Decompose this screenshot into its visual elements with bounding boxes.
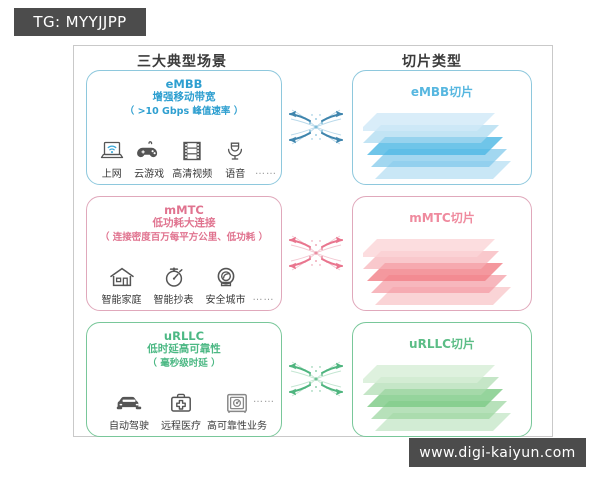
scenario-detail-mmtc: （ 连接密度百万每平方公里、低功耗 ） [99, 232, 269, 244]
icon-item-gamepad[interactable]: 云游戏 [130, 138, 167, 180]
house-icon [109, 264, 135, 290]
icon-label-safe-vault: 高可靠性业务 [207, 421, 267, 432]
scenario-detail-embb: （ >10 Gbps 峰值速率 ） [124, 106, 244, 118]
scenario-subtitle-urllc: 低时延高可靠性 [147, 343, 221, 356]
icon-ellipsis-urllc: …… [253, 394, 275, 405]
icon-label-car: 自动驾驶 [109, 421, 149, 432]
icon-item-meter-gauge[interactable]: 智能抄表 [148, 264, 200, 306]
row-urllc: uRLLC 低时延高可靠性 （ 毫秒级时延 ） [74, 322, 554, 440]
row-embb: eMBB 增强移动带宽 （ >10 Gbps 峰值速率 ） 上网 [74, 70, 554, 188]
scenario-subtitle-embb: 增强移动带宽 [152, 91, 216, 104]
icon-strip-mmtc: 智能家庭 智能抄表 [93, 264, 277, 306]
bottom-watermark: www.digi-kaiyun.com [409, 438, 586, 467]
icon-item-laptop-wifi[interactable]: 上网 [93, 138, 130, 180]
slice-stack-embb [359, 103, 523, 181]
icon-item-film-strip[interactable]: 高清视频 [168, 138, 217, 180]
icon-label-gamepad: 云游戏 [134, 169, 165, 180]
diagram-frame: 三大典型场景 切片类型 eMBB 增强移动带宽 （ >10 Gbps 峰值速率 … [73, 45, 553, 437]
icon-label-security-camera: 安全城市 [205, 295, 246, 306]
slice-stack-mmtc [359, 229, 523, 307]
icon-label-meter-gauge: 智能抄表 [153, 295, 194, 306]
top-watermark: TG: MYYJJPP [14, 8, 146, 36]
slice-title-embb: eMBB切片 [410, 85, 474, 99]
slice-card-urllc[interactable]: uRLLC切片 [352, 322, 532, 437]
slice-card-mmtc[interactable]: mMTC切片 [352, 196, 532, 311]
scenario-title-embb: eMBB [165, 77, 203, 91]
icon-ellipsis-embb: …… [254, 166, 277, 177]
icon-label-house: 智能家庭 [101, 295, 142, 306]
icon-item-safe-vault[interactable]: 高可靠性业务 [207, 390, 267, 432]
icon-label-medical-kit: 远程医疗 [161, 421, 201, 432]
icon-item-house[interactable]: 智能家庭 [96, 264, 148, 306]
top-watermark-text: TG: MYYJJPP [33, 13, 127, 31]
slice-title-mmtc: mMTC切片 [409, 211, 475, 225]
connector-mmtc [286, 220, 346, 286]
scenario-title-urllc: uRLLC [163, 329, 205, 343]
security-camera-icon [214, 264, 238, 290]
icon-item-microphone[interactable]: 语音 [217, 138, 254, 180]
row-mmtc: mMTC 低功耗大连接 （ 连接密度百万每平方公里、低功耗 ） 智能家庭 [74, 196, 554, 314]
connector-urllc [286, 346, 346, 412]
slice-card-embb[interactable]: eMBB切片 [352, 70, 532, 185]
bottom-watermark-text: www.digi-kaiyun.com [419, 444, 576, 461]
scenario-card-mmtc[interactable]: mMTC 低功耗大连接 （ 连接密度百万每平方公里、低功耗 ） 智能家庭 [86, 196, 282, 311]
icon-ellipsis-mmtc: …… [252, 292, 275, 303]
slice-title-urllc: uRLLC切片 [409, 337, 475, 351]
icon-item-medical-kit[interactable]: 远程医疗 [155, 390, 207, 432]
icon-strip-embb: 上网 云游戏 [93, 138, 277, 180]
scenario-subtitle-mmtc: 低功耗大连接 [152, 217, 216, 230]
gamepad-icon [136, 138, 162, 164]
scenario-card-urllc[interactable]: uRLLC 低时延高可靠性 （ 毫秒级时延 ） [86, 322, 282, 437]
scenario-detail-urllc: （ 毫秒级时延 ） [147, 358, 221, 370]
scenario-card-embb[interactable]: eMBB 增强移动带宽 （ >10 Gbps 峰值速率 ） 上网 [86, 70, 282, 185]
icon-item-car[interactable]: 自动驾驶 [103, 390, 155, 432]
icon-label-laptop-wifi: 上网 [101, 169, 122, 180]
safe-vault-icon [225, 390, 249, 416]
car-icon [115, 390, 143, 416]
connector-embb [286, 94, 346, 160]
icon-label-microphone: 语音 [225, 169, 246, 180]
microphone-icon [224, 138, 246, 164]
left-column-header: 三大典型场景 [137, 54, 227, 70]
icon-strip-urllc: 自动驾驶 远程医疗 [93, 390, 277, 432]
meter-gauge-icon [162, 264, 186, 290]
laptop-wifi-icon [100, 138, 124, 164]
slice-stack-urllc [359, 355, 523, 433]
icon-label-film-strip: 高清视频 [172, 169, 213, 180]
icon-item-security-camera[interactable]: 安全城市 [200, 264, 252, 306]
medical-kit-icon [169, 390, 193, 416]
scenario-title-mmtc: mMTC [164, 203, 204, 217]
right-column-header: 切片类型 [402, 54, 462, 70]
film-strip-icon [181, 138, 203, 164]
